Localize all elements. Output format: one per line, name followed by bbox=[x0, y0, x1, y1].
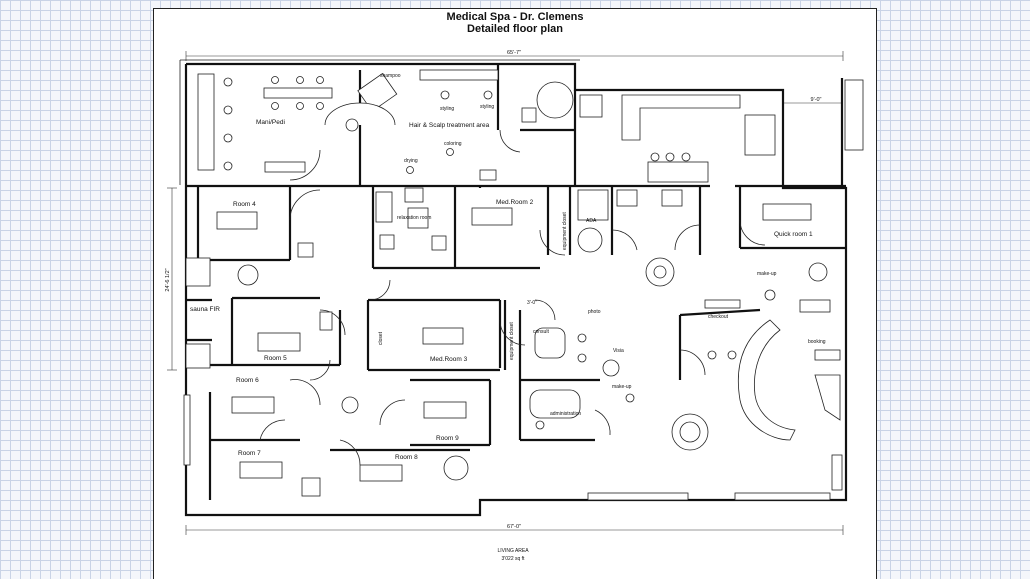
label-styling-2: styling bbox=[480, 104, 494, 110]
label-photo: photo bbox=[588, 309, 601, 315]
exterior-walls bbox=[179, 59, 848, 517]
dim-bottom-width: 67'-0" bbox=[507, 524, 521, 530]
label-shampoo: shampoo bbox=[380, 73, 401, 79]
label-closet-dim: 3'-0" bbox=[527, 300, 537, 306]
dim-top-width: 65'-7" bbox=[507, 50, 521, 56]
label-booking: booking bbox=[808, 339, 826, 345]
label-med-room2: Med.Room 2 bbox=[496, 199, 534, 206]
footer-area-value: 3'022 sq ft bbox=[502, 556, 526, 562]
label-administration: administration bbox=[550, 411, 581, 417]
plan-title: Medical Spa - Dr. Clemens bbox=[446, 11, 584, 23]
label-relaxation: relaxation room bbox=[397, 215, 431, 221]
label-drying: drying bbox=[404, 158, 418, 164]
label-room5: Room 5 bbox=[264, 355, 287, 362]
label-sauna: sauna FIR bbox=[190, 306, 220, 313]
plan-subtitle: Detailed floor plan bbox=[467, 23, 563, 35]
label-styling-1: styling bbox=[440, 106, 454, 112]
label-consult: consult bbox=[533, 329, 549, 335]
label-coloring: coloring bbox=[444, 141, 462, 147]
label-make-up-2: make-up bbox=[612, 384, 632, 390]
label-ada: ADA bbox=[586, 218, 597, 224]
label-make-up-1: make-up bbox=[757, 271, 777, 277]
label-room6: Room 6 bbox=[236, 377, 259, 384]
furniture bbox=[183, 69, 864, 501]
label-room8: Room 8 bbox=[395, 454, 418, 461]
label-closet: closet bbox=[378, 331, 384, 345]
dimension-lines bbox=[167, 51, 844, 535]
floor-plan: 65'-7" 67'-0" 9'-0" 24'-6 1/2" bbox=[165, 50, 864, 562]
label-checkout: checkout bbox=[708, 314, 729, 320]
label-med-room3: Med.Room 3 bbox=[430, 356, 468, 363]
label-equipment-closet-1: equipment closet bbox=[562, 212, 568, 250]
dim-entry-width: 9'-0" bbox=[811, 97, 822, 103]
label-hair-scalp: Hair & Scalp treatment area bbox=[409, 122, 490, 129]
label-visia: Visia bbox=[613, 348, 624, 354]
door-swings bbox=[259, 129, 766, 466]
label-mani-pedi: Mani/Pedi bbox=[256, 119, 285, 126]
label-room4: Room 4 bbox=[233, 201, 256, 208]
footer-area-label: LIVING AREA bbox=[497, 548, 529, 554]
label-room7: Room 7 bbox=[238, 450, 261, 457]
dim-left-height: 24'-6 1/2" bbox=[165, 268, 171, 291]
label-equipment-closet-2: equipment closet bbox=[509, 322, 515, 360]
label-quick-room1: Quick room 1 bbox=[774, 231, 813, 238]
label-room9: Room 9 bbox=[436, 435, 459, 442]
